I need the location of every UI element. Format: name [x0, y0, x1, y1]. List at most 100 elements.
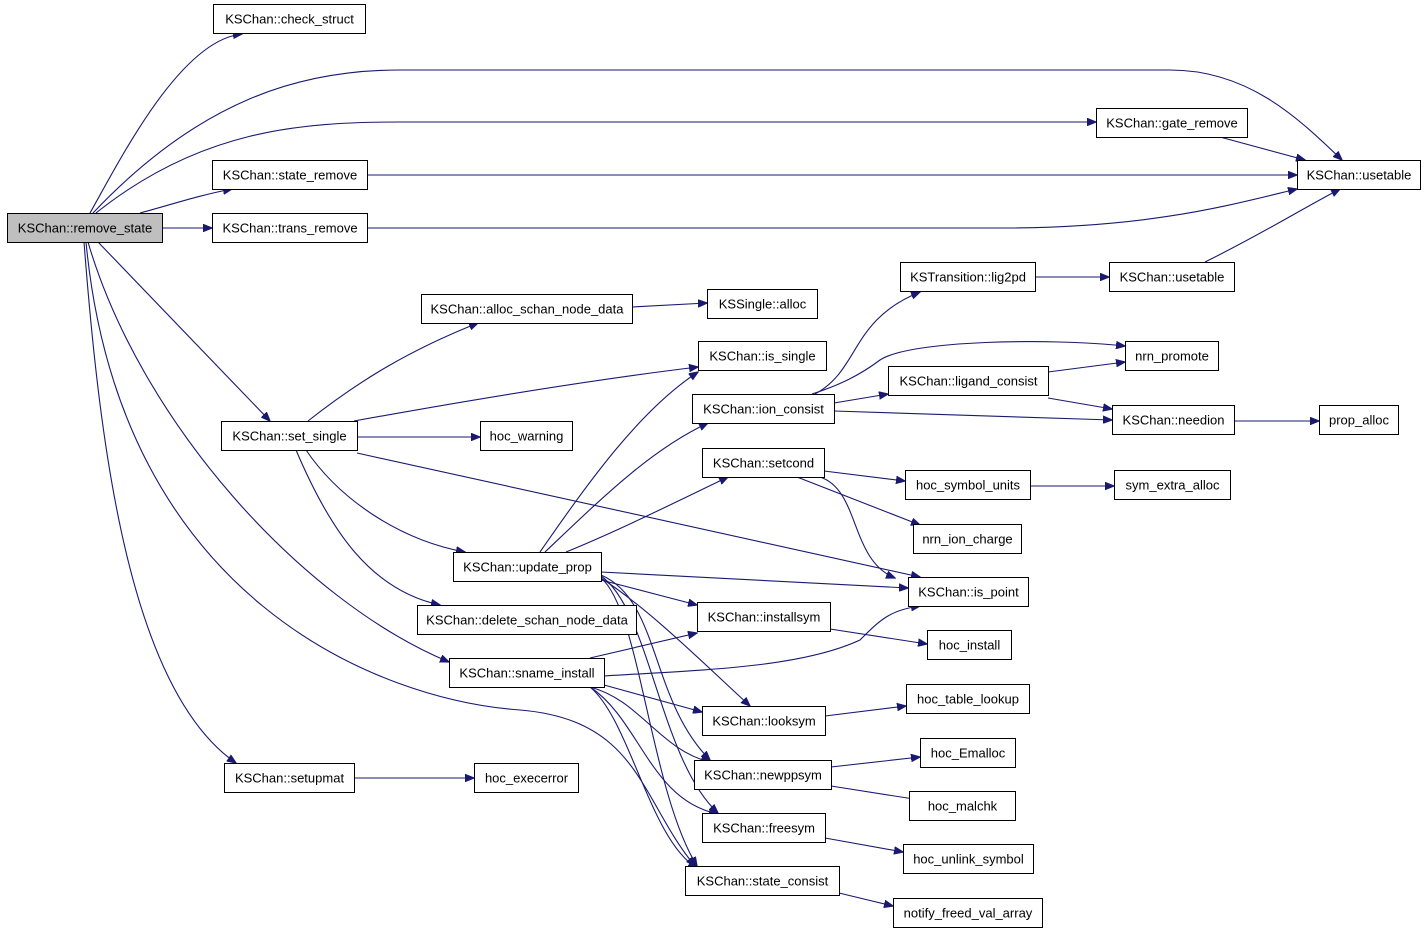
- edge-line: [97, 241, 270, 421]
- node-hoc-table-lookup[interactable]: hoc_table_lookup: [906, 684, 1030, 714]
- edge-looksym-to-hoc_table_lookup: [824, 706, 906, 717]
- node-box: [913, 524, 1022, 554]
- node-label: nrn_ion_charge: [922, 532, 1012, 547]
- node-check-struct[interactable]: KSChan::check_struct: [213, 4, 366, 34]
- node-box: [480, 421, 573, 451]
- node-newppsym[interactable]: KSChan::newppsym: [694, 760, 832, 790]
- node-hoc-symbol-units[interactable]: hoc_symbol_units: [905, 470, 1031, 500]
- edge-usetable_b-to-usetable_a: [1204, 189, 1340, 263]
- node-box: [893, 898, 1043, 928]
- node-usetable-b[interactable]: KSChan::usetable: [1109, 262, 1235, 292]
- node-box: [212, 160, 368, 190]
- node-needion[interactable]: KSChan::needion: [1112, 405, 1235, 435]
- node-looksym[interactable]: KSChan::looksym: [702, 706, 826, 736]
- edge-sname_install-to-installsym: [589, 633, 697, 659]
- node-ion-consist[interactable]: KSChan::ion_consist: [692, 394, 835, 424]
- edge-setcond-to-is_point: [819, 476, 895, 578]
- edge-remove_state-to-state_consist: [85, 241, 695, 866]
- edge-line: [589, 686, 718, 814]
- node-prop-alloc[interactable]: prop_alloc: [1319, 405, 1399, 435]
- edge-update_prop-to-is_single: [539, 372, 698, 553]
- node-kssingle-alloc[interactable]: KSSingle::alloc: [707, 289, 818, 319]
- edge-line: [307, 323, 478, 422]
- node-setcond[interactable]: KSChan::setcond: [702, 448, 825, 478]
- node-label: KSChan::set_single: [232, 429, 346, 444]
- edge-line: [367, 189, 1297, 229]
- node-gate-remove[interactable]: KSChan::gate_remove: [1096, 108, 1248, 138]
- node-label: KSChan::installsym: [708, 610, 821, 625]
- node-sym-extra-alloc[interactable]: sym_extra_alloc: [1114, 470, 1231, 500]
- node-lig2pd[interactable]: KSTransition::lig2pd: [900, 262, 1036, 292]
- edge-remove_state-to-setupmat: [83, 241, 236, 763]
- edge-update_prop-to-setcond: [565, 477, 728, 553]
- node-hoc-Emalloc[interactable]: hoc_Emalloc: [920, 738, 1016, 768]
- edge-sname_install-to-freesym: [589, 686, 718, 814]
- node-is-point[interactable]: KSChan::is_point: [908, 577, 1029, 607]
- edge-line: [833, 394, 888, 404]
- node-set-single[interactable]: KSChan::set_single: [221, 421, 358, 451]
- node-state-remove[interactable]: KSChan::state_remove: [212, 160, 368, 190]
- node-label: sym_extra_alloc: [1126, 478, 1220, 493]
- node-box: [698, 341, 827, 371]
- node-label: KSChan::update_prop: [463, 560, 592, 575]
- node-state-consist[interactable]: KSChan::state_consist: [685, 866, 840, 896]
- node-box: [697, 602, 831, 632]
- node-label: KSChan::alloc_schan_node_data: [431, 302, 625, 317]
- node-hoc-execerror[interactable]: hoc_execerror: [474, 763, 579, 793]
- node-label: KSChan::sname_install: [459, 666, 594, 681]
- node-alloc-schan[interactable]: KSChan::alloc_schan_node_data: [421, 294, 633, 324]
- node-hoc-malchk[interactable]: hoc_malchk: [909, 791, 1016, 821]
- node-notify-freed[interactable]: notify_freed_val_array: [893, 898, 1043, 928]
- edge-sname_install-to-looksym: [603, 684, 702, 712]
- node-label: KSChan::usetable: [1307, 168, 1412, 183]
- edge-line: [600, 577, 750, 706]
- node-ligand-consist[interactable]: KSChan::ligand_consist: [888, 366, 1049, 396]
- node-hoc-unlink-symbol[interactable]: hoc_unlink_symbol: [903, 844, 1034, 874]
- node-label: KSChan::setupmat: [235, 771, 345, 786]
- node-nrn-promote[interactable]: nrn_promote: [1125, 341, 1219, 371]
- node-usetable-a[interactable]: KSChan::usetable: [1297, 160, 1421, 190]
- edge-ligand_consist-to-nrn_promote: [1047, 362, 1125, 373]
- edge-set_single-to-delete_schan: [295, 449, 440, 605]
- node-label: hoc_install: [939, 638, 1001, 653]
- node-box: [224, 763, 355, 793]
- node-remove-state[interactable]: KSChan::remove_state: [7, 213, 163, 243]
- node-label: KSChan::is_point: [918, 585, 1019, 600]
- node-update-prop[interactable]: KSChan::update_prop: [453, 552, 602, 582]
- edge-line: [92, 69, 1342, 214]
- node-box: [221, 421, 358, 451]
- node-sname-install[interactable]: KSChan::sname_install: [449, 658, 605, 688]
- node-layer: KSChan::remove_state KSChan::check_struct…: [7, 4, 1421, 928]
- node-box: [212, 213, 368, 243]
- node-trans-remove[interactable]: KSChan::trans_remove: [212, 213, 368, 243]
- edge-line: [87, 241, 449, 662]
- node-setupmat[interactable]: KSChan::setupmat: [224, 763, 355, 793]
- node-label: KSChan::newppsym: [704, 768, 822, 783]
- edge-line: [600, 579, 697, 605]
- edge-line: [833, 410, 1112, 420]
- edge-update_prop-to-is_point: [600, 571, 908, 588]
- node-box: [702, 813, 826, 843]
- node-hoc-install[interactable]: hoc_install: [927, 630, 1012, 660]
- edge-line: [819, 476, 895, 578]
- edge-line: [823, 470, 905, 481]
- node-box: [1297, 160, 1421, 190]
- node-freesym[interactable]: KSChan::freesym: [702, 813, 826, 843]
- node-label: KSChan::looksym: [712, 714, 815, 729]
- node-box: [474, 763, 579, 793]
- node-box: [7, 213, 163, 243]
- node-label: KSChan::gate_remove: [1106, 116, 1238, 131]
- node-hoc-warning[interactable]: hoc_warning: [480, 421, 573, 451]
- node-is-single[interactable]: KSChan::is_single: [698, 341, 827, 371]
- edge-remove_state-to-gate_remove: [95, 122, 1096, 214]
- edge-sname_install-to-newppsym: [589, 686, 710, 762]
- node-delete-schan[interactable]: KSChan::delete_schan_node_data: [417, 605, 637, 635]
- edge-update_prop-to-state_consist: [600, 577, 697, 866]
- node-nrn-ion-charge[interactable]: nrn_ion_charge: [913, 524, 1022, 554]
- node-box: [888, 366, 1049, 396]
- edge-line: [631, 303, 707, 308]
- node-installsym[interactable]: KSChan::installsym: [697, 602, 831, 632]
- edge-line: [1204, 189, 1340, 263]
- edge-ligand_consist-to-needion: [1047, 397, 1112, 409]
